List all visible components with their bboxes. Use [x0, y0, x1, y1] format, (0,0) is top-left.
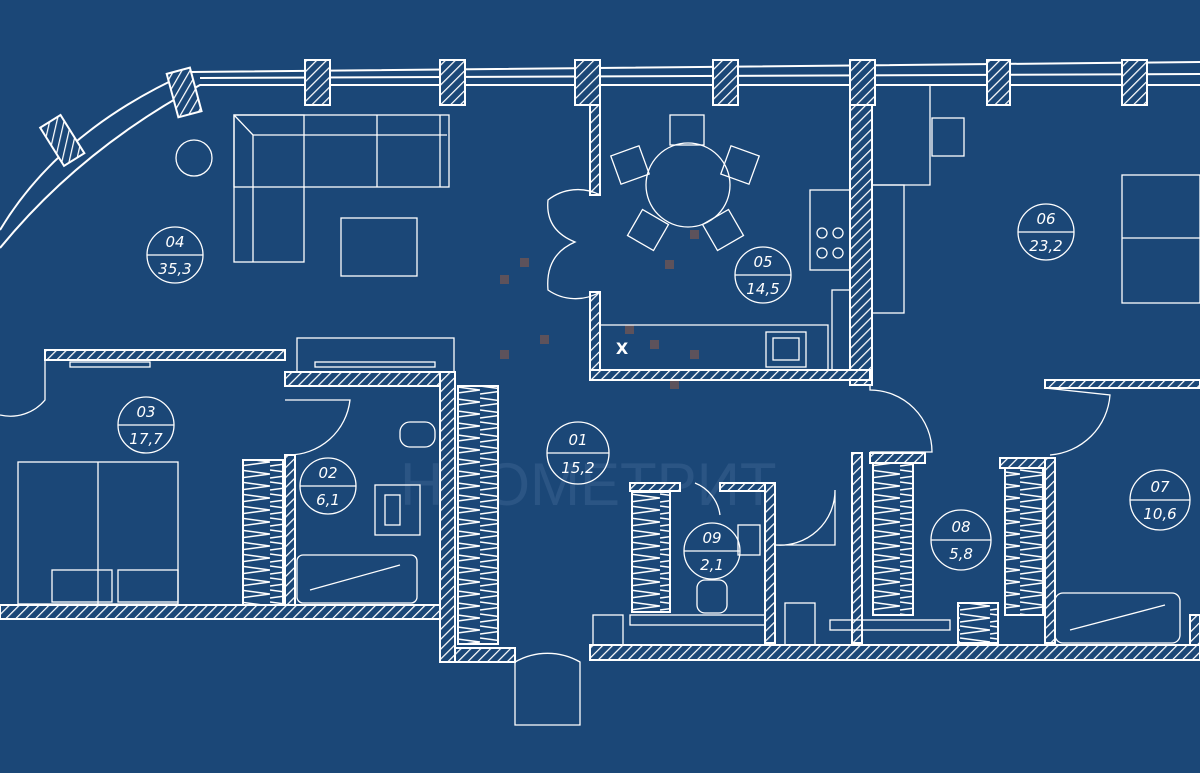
interior-walls [0, 104, 1200, 663]
doors [0, 188, 1111, 726]
room-number: 02 [318, 464, 337, 482]
room-area: 35,3 [158, 260, 191, 278]
room-label-07: 07 10,6 [1129, 469, 1191, 531]
room-area: 10,6 [1143, 505, 1176, 523]
room-area: 14,5 [746, 280, 779, 298]
exterior-wall [0, 59, 1200, 249]
room-number: 07 [1150, 478, 1170, 496]
room-area: 23,2 [1029, 237, 1062, 255]
room-number: 01 [568, 431, 587, 449]
room-label-09: 09 2,1 [683, 522, 741, 580]
room-number: 03 [136, 403, 155, 421]
room-label-01: 01 15,2 [546, 421, 610, 485]
wardrobes [242, 385, 1044, 645]
room-label-04: 04 35,3 [146, 226, 204, 284]
room-number: 09 [702, 529, 721, 547]
room-label-08: 08 5,8 [930, 509, 992, 571]
room-number: 05 [753, 253, 772, 271]
room-number: 08 [951, 518, 970, 536]
room-label-02: 02 6,1 [299, 457, 357, 515]
room-label-03: 03 17,7 [117, 396, 175, 454]
kitchen-marker: X [616, 339, 629, 358]
room-number: 06 [1036, 210, 1055, 228]
room-label-05: 05 14,5 [734, 246, 792, 304]
room-area: 2,1 [700, 556, 724, 574]
furniture [17, 85, 1200, 646]
room-label-06: 06 23,2 [1017, 203, 1075, 261]
room-number: 04 [165, 233, 184, 251]
room-area: 17,7 [129, 430, 163, 448]
room-area: 5,8 [949, 545, 973, 563]
room-area: 6,1 [316, 491, 340, 509]
room-area: 15,2 [561, 459, 594, 477]
